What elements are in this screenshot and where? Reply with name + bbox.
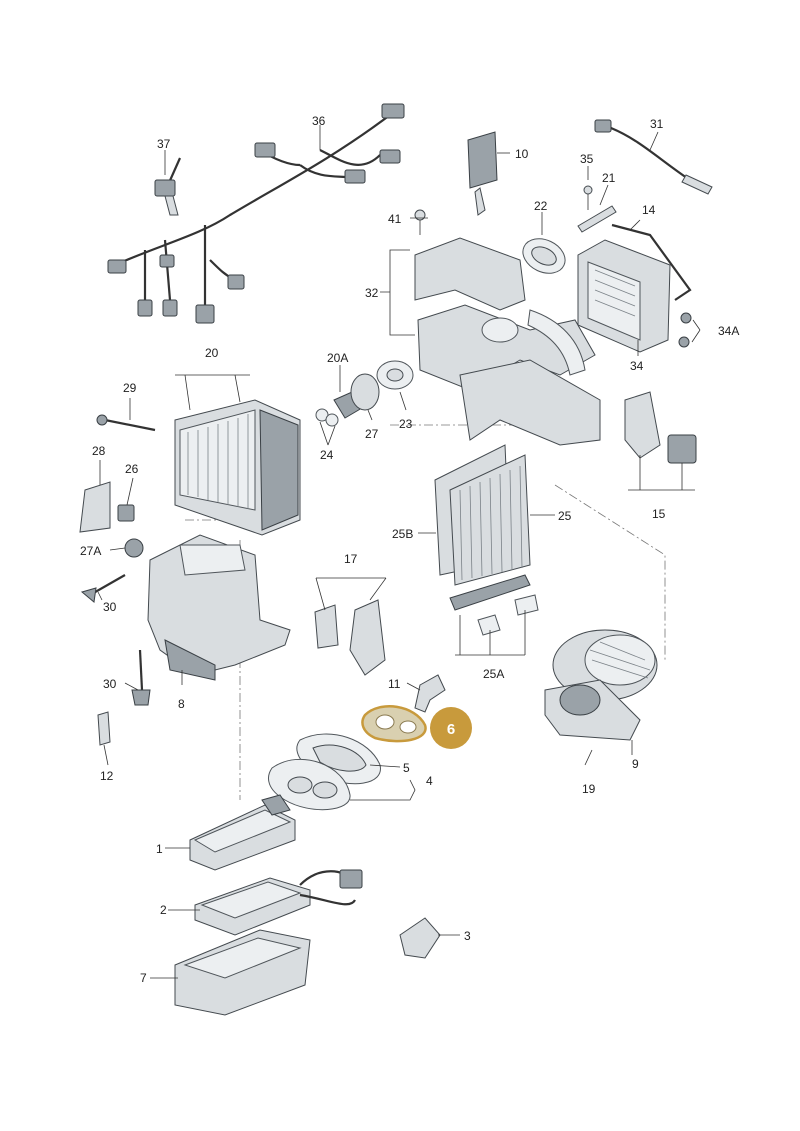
callout-41: 41: [388, 212, 402, 226]
part-bracket-21: [577, 185, 617, 233]
part-sensor-30-lower: [131, 649, 151, 706]
part-filter-25: [434, 444, 531, 586]
callout-8: 8: [178, 697, 185, 711]
callout-24: 24: [320, 448, 334, 462]
callout-26: 26: [125, 462, 139, 476]
callout-labels: 36 37 10 41 22 35 21 31 14 32 34 34A 20 …: [80, 114, 739, 985]
callout-11: 11: [388, 677, 401, 691]
part-evaporator-20: [174, 399, 301, 536]
callout-27: 27: [365, 427, 379, 441]
callout-19: 19: [582, 782, 596, 796]
part-small-left: [79, 481, 144, 603]
part-connector-11: [414, 674, 446, 713]
callout-30b: 30: [103, 677, 117, 691]
part-heater-core-1: [189, 794, 296, 871]
callout-27a: 27A: [80, 544, 101, 558]
callout-35: 35: [580, 152, 594, 166]
part-flaps-17: [314, 599, 386, 676]
callout-31: 31: [650, 117, 664, 131]
wiring-harness: [107, 103, 405, 324]
part-gasket-6: [361, 705, 427, 743]
highlight-callout-6: 6: [430, 707, 472, 749]
part-frames-25a: [449, 574, 539, 636]
callout-9: 9: [632, 757, 639, 771]
callout-25b: 25B: [392, 527, 413, 541]
part-tray-7: [174, 929, 311, 1016]
callout-37: 37: [157, 137, 171, 151]
callout-4: 4: [426, 774, 433, 788]
callout-5: 5: [403, 761, 410, 775]
part-screw-41: [414, 209, 426, 235]
callout-29: 29: [123, 381, 137, 395]
callout-2: 2: [160, 903, 167, 917]
callout-36: 36: [312, 114, 326, 128]
callout-34: 34: [630, 359, 644, 373]
callout-20a: 20A: [327, 351, 348, 365]
part-heater-box-8: [147, 534, 291, 681]
callout-28: 28: [92, 444, 106, 458]
callout-14: 14: [642, 203, 656, 217]
callout-21: 21: [602, 171, 616, 185]
callout-1: 1: [156, 842, 163, 856]
part-upper-housing-32: [414, 237, 601, 446]
callout-15: 15: [652, 507, 666, 521]
part-clip-12: [97, 711, 111, 746]
part-sensor-29: [96, 414, 156, 432]
callout-23: 23: [399, 417, 413, 431]
part-ring-22: [522, 238, 566, 274]
callout-32: 32: [365, 286, 379, 300]
callout-7: 7: [140, 971, 147, 985]
part-housing-34: [577, 223, 692, 353]
callout-3: 3: [464, 929, 471, 943]
callout-22: 22: [534, 199, 548, 213]
part-seals-4-5: [268, 733, 381, 811]
part-plate-2: [194, 869, 363, 936]
callout-17: 17: [344, 552, 358, 566]
callout-20: 20: [205, 346, 219, 360]
highlight-circle: [430, 707, 472, 749]
callout-25: 25: [558, 509, 572, 523]
callout-34a: 34A: [718, 324, 739, 338]
callout-25a: 25A: [483, 667, 504, 681]
part-clip-3: [399, 917, 441, 959]
part-sensor-37: [154, 157, 182, 216]
highlight-label: 6: [447, 721, 455, 738]
part-valve-20a: [315, 360, 414, 427]
part-blower-9: [544, 629, 658, 766]
callout-12: 12: [100, 769, 114, 783]
callout-30a: 30: [103, 600, 117, 614]
leader-lines: [97, 125, 701, 979]
callout-10: 10: [515, 147, 529, 161]
part-sensor-31: [594, 119, 713, 195]
part-actuators-15: [624, 391, 697, 464]
part-10: [467, 131, 498, 216]
